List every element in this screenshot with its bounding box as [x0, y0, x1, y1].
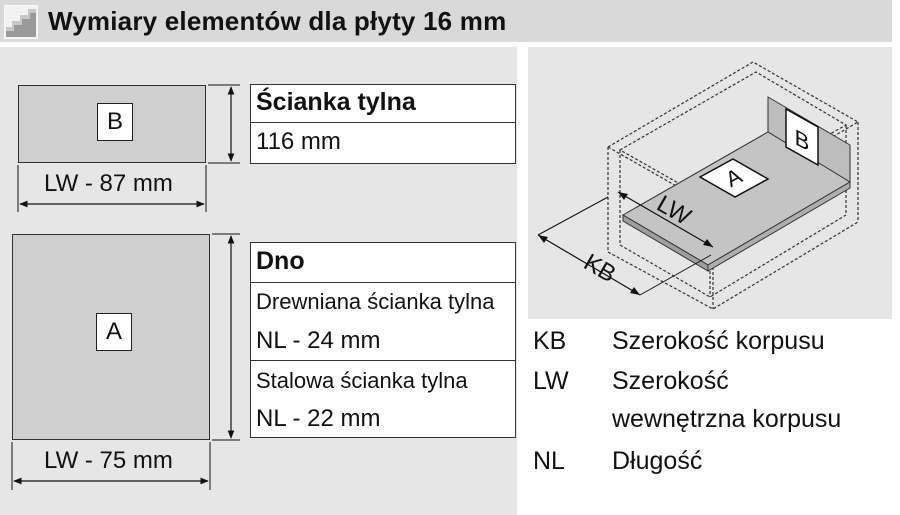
back-panel-letter: B — [106, 108, 123, 135]
steel-back-value: NL - 22 mm — [256, 405, 381, 432]
legend-text-kb: Szerokość korpusu — [612, 327, 825, 355]
header-bar — [0, 0, 892, 44]
legend-text-lw-2: wewnętrzna korpusu — [612, 405, 842, 433]
stairs-icon — [4, 5, 38, 39]
bottom-panel-table — [250, 242, 516, 438]
wood-back-value: NL - 24 mm — [256, 327, 381, 354]
drawer-isometric-drawing: A B LW KB — [537, 61, 860, 310]
back-panel-part — [18, 85, 206, 163]
back-panel-table — [250, 84, 516, 164]
back-panel-title: Ścianka tylna — [256, 88, 416, 116]
bottom-panel-letter: A — [105, 318, 122, 345]
legend-abbr-lw: LW — [533, 367, 569, 395]
drawing-letter-b: B — [795, 124, 810, 156]
back-panel-value: 116 mm — [256, 128, 341, 155]
legend-abbr-nl: NL — [533, 447, 565, 475]
back-panel-width-label: LW - 87 mm — [44, 170, 173, 197]
dimension-lines — [11, 84, 240, 490]
legend-abbr-kb: KB — [533, 327, 567, 355]
back-panel-table-divider — [250, 122, 516, 123]
bottom-panel-title: Dno — [256, 247, 305, 275]
back-panel-letter-box: B — [97, 103, 133, 141]
bottom-table-divider-1 — [250, 282, 516, 283]
bottom-panel-width-label: LW - 75 mm — [44, 447, 173, 474]
steel-back-label: Stalowa ścianka tylna — [256, 368, 468, 393]
bottom-table-divider-2 — [250, 360, 516, 361]
page-title: Wymiary elementów dla płyty 16 mm — [48, 6, 507, 36]
legend-text-lw: Szerokość — [612, 367, 729, 395]
wood-back-label: Drewniana ścianka tylna — [256, 289, 495, 314]
bottom-panel-letter-box: A — [96, 313, 132, 351]
legend-text-nl: Długość — [612, 447, 703, 475]
